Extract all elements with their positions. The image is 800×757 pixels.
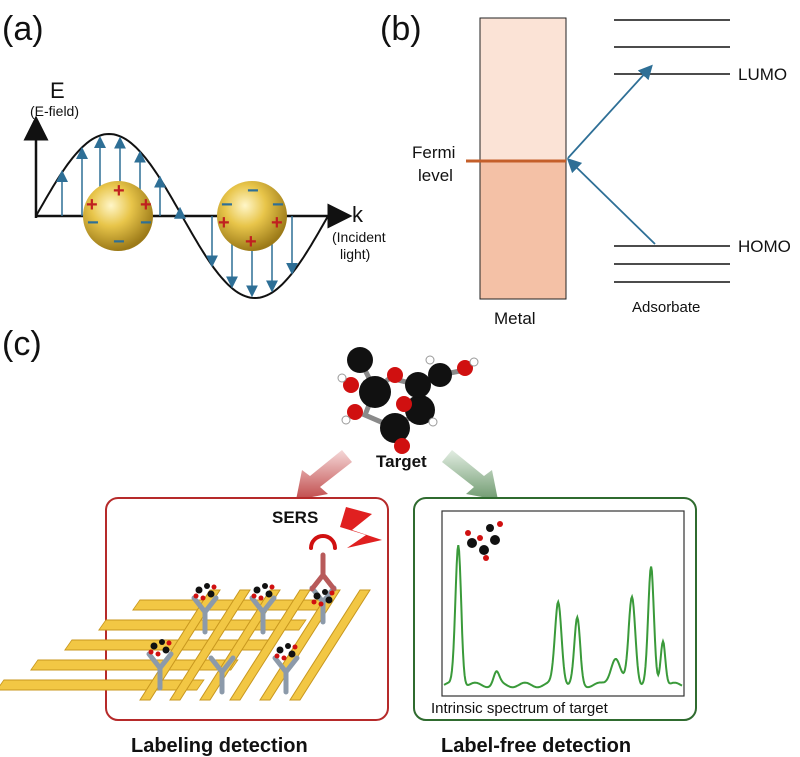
axis-k-sub1: (Incident	[332, 229, 386, 245]
antibody	[191, 595, 219, 635]
axis-k-sub2: light)	[340, 246, 370, 262]
charge-minus: −	[247, 180, 259, 202]
fermi-label-1: Fermi	[412, 143, 455, 162]
panel-c-label: (c)	[2, 325, 42, 363]
panel-a: (a) E (E-field) k (Incident light) + + +…	[2, 10, 386, 300]
charge-plus: +	[86, 194, 98, 216]
metal-band-lower	[479, 160, 567, 300]
charge-minus: −	[87, 212, 99, 234]
charge-plus: +	[245, 231, 257, 253]
spectrum-caption: Intrinsic spectrum of target	[431, 700, 609, 717]
charge-minus: −	[221, 194, 233, 216]
metal-band-upper	[479, 17, 567, 162]
arrow-to-label-free	[442, 450, 498, 500]
charge-plus: +	[271, 212, 283, 234]
axis-k-label: k	[352, 202, 364, 227]
sers-probe	[309, 534, 337, 592]
labeling-title: Labeling detection	[131, 735, 308, 757]
panel-b: (b) Fermi level Metal LUMO HOMO Adsorbat…	[380, 10, 791, 328]
charge-minus: −	[272, 194, 284, 216]
charge-minus: −	[113, 231, 125, 253]
nanoparticle-1	[83, 181, 153, 251]
antibody	[272, 655, 300, 695]
mini-molecule	[148, 639, 172, 657]
mini-molecule	[311, 589, 335, 607]
target-molecule	[337, 347, 479, 454]
antibody	[146, 651, 174, 691]
sers-label: SERS	[272, 508, 318, 527]
panel-b-label: (b)	[380, 10, 422, 48]
mini-molecule	[251, 583, 275, 601]
charge-plus: +	[113, 180, 125, 202]
charge-minus: −	[140, 212, 152, 234]
mini-molecule	[193, 583, 217, 601]
antibody	[249, 595, 277, 635]
charge-transfer-from-homo	[566, 157, 656, 245]
charge-plus: +	[140, 194, 152, 216]
nanoparticle-2	[217, 181, 287, 251]
sers-bolt-icon	[340, 507, 382, 548]
fermi-label-2: level	[418, 166, 453, 185]
charge-transfer-to-lumo	[567, 64, 653, 159]
lumo-label: LUMO	[738, 65, 787, 84]
spectrum-inset-molecule	[465, 521, 503, 561]
raman-spectrum-line	[443, 545, 683, 689]
panel-a-label: (a)	[2, 10, 44, 48]
antibody	[208, 655, 236, 695]
panel-c: (c) Target	[0, 325, 697, 757]
homo-label: HOMO	[738, 237, 791, 256]
adsorbate-levels	[614, 19, 730, 283]
adsorbate-label: Adsorbate	[632, 299, 700, 316]
bound-target-molecules	[148, 583, 335, 661]
charge-plus: +	[218, 212, 230, 234]
mini-molecule	[274, 643, 298, 661]
target-label: Target	[376, 452, 427, 471]
metal-label: Metal	[494, 309, 536, 328]
arrow-to-labeling	[296, 450, 352, 500]
axis-e-sublabel: (E-field)	[30, 103, 79, 119]
axis-e-label: E	[50, 78, 65, 103]
label-free-title: Label-free detection	[441, 735, 631, 757]
